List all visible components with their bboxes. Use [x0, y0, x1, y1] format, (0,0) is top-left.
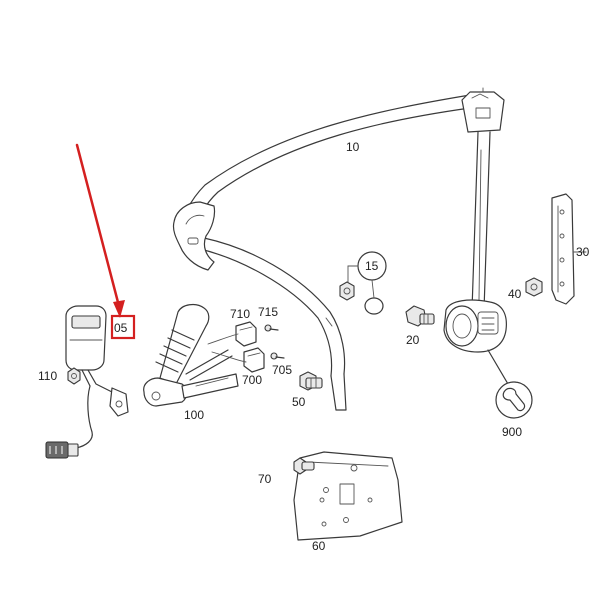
harness-connector[interactable] — [45, 441, 79, 459]
belt-retractor[interactable] — [443, 299, 509, 385]
belt-buckle-105[interactable] — [65, 305, 129, 449]
wrench-icon — [495, 381, 533, 419]
label-part-50: 50 — [292, 395, 306, 409]
side-bracket-rail[interactable] — [551, 193, 587, 305]
label-part-105: 05 — [114, 321, 128, 335]
label-part-710: 710 — [230, 307, 250, 321]
mounting-plate-60[interactable] — [293, 451, 403, 541]
screw-705[interactable] — [270, 352, 285, 360]
bolt-70[interactable] — [293, 457, 315, 475]
screw-715[interactable] — [264, 324, 279, 332]
label-part-15: 15 — [365, 259, 379, 273]
loop-guide-bracket[interactable] — [172, 201, 216, 271]
label-part-20: 20 — [406, 333, 420, 347]
nut-40[interactable] — [525, 277, 543, 297]
label-part-100: 100 — [184, 408, 204, 422]
bolt-50[interactable] — [299, 371, 323, 391]
label-part-110: 110 — [38, 369, 57, 383]
label-part-900: 900 — [502, 425, 522, 439]
connector-700[interactable] — [243, 347, 265, 373]
label-part-705: 705 — [272, 363, 292, 377]
connector-710[interactable] — [235, 321, 257, 347]
label-part-700: 700 — [242, 373, 262, 387]
bolt-20[interactable] — [405, 305, 435, 327]
label-part-40: 40 — [508, 287, 522, 301]
label-part-70: 70 — [258, 472, 272, 486]
label-part-10: 10 — [346, 140, 360, 154]
callout-highlight-box — [110, 314, 136, 340]
nut-and-cap-15[interactable] — [339, 251, 387, 315]
label-part-60: 60 — [312, 539, 326, 553]
nut-110[interactable] — [67, 367, 81, 385]
label-part-715: 715 — [258, 305, 278, 319]
upper-anchor-rail[interactable] — [461, 87, 505, 311]
belt-tensioner-100[interactable] — [143, 303, 239, 407]
callout-arrow — [75, 143, 125, 318]
belt-webbing[interactable] — [177, 94, 471, 411]
label-part-30: 30 — [576, 245, 590, 259]
